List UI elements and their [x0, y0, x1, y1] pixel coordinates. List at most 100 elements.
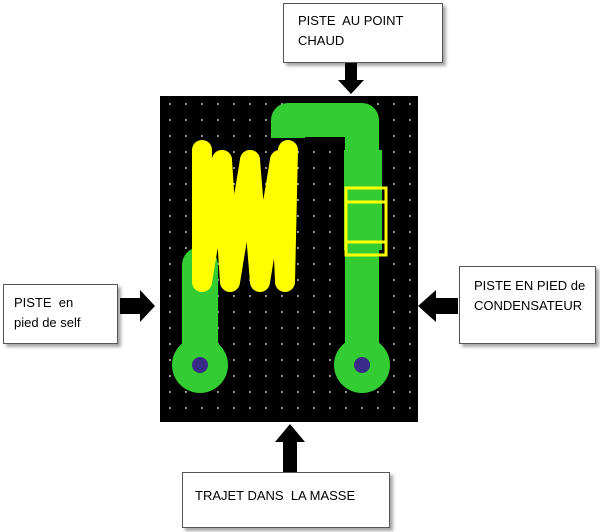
grid-dot: [297, 327, 299, 329]
grid-dot: [393, 183, 395, 185]
grid-dot: [329, 295, 331, 297]
grid-dot: [313, 215, 315, 217]
grid-dot: [169, 103, 171, 105]
grid-dot: [409, 263, 411, 265]
grid-dot: [393, 199, 395, 201]
grid-dot: [185, 407, 187, 409]
grid-dot: [233, 359, 235, 361]
grid-dot: [233, 119, 235, 121]
label-self-foot-line1: PISTE en: [14, 295, 74, 310]
grid-dot: [313, 199, 315, 201]
grid-dot: [329, 167, 331, 169]
grid-dot: [393, 311, 395, 313]
grid-dot: [329, 183, 331, 185]
grid-dot: [265, 391, 267, 393]
grid-dot: [249, 135, 251, 137]
grid-dot: [233, 103, 235, 105]
grid-dot: [233, 343, 235, 345]
grid-dot: [169, 375, 171, 377]
grid-dot: [329, 199, 331, 201]
grid-dot: [409, 359, 411, 361]
grid-dot: [233, 135, 235, 137]
grid-dot: [169, 279, 171, 281]
grid-dot: [185, 183, 187, 185]
grid-dot: [249, 391, 251, 393]
grid-dot: [281, 343, 283, 345]
grid-dot: [169, 359, 171, 361]
grid-dot: [281, 311, 283, 313]
grid-dot: [169, 263, 171, 265]
grid-dot: [393, 135, 395, 137]
grid-dot: [409, 311, 411, 313]
grid-dot: [265, 103, 267, 105]
grid-dot: [297, 231, 299, 233]
grid-dot: [329, 391, 331, 393]
grid-dot: [169, 391, 171, 393]
grid-dot: [185, 151, 187, 153]
arrow-up-bottom: [275, 424, 305, 472]
grid-dot: [297, 295, 299, 297]
grid-dot: [329, 279, 331, 281]
grid-dot: [409, 135, 411, 137]
grid-dot: [297, 311, 299, 313]
grid-dot: [313, 407, 315, 409]
grid-dot: [297, 359, 299, 361]
grid-dot: [313, 343, 315, 345]
grid-dot: [249, 343, 251, 345]
grid-dot: [281, 327, 283, 329]
grid-dot: [217, 103, 219, 105]
grid-dot: [329, 327, 331, 329]
grid-dot: [249, 375, 251, 377]
grid-dot: [393, 119, 395, 121]
grid-dot: [313, 391, 315, 393]
label-self-foot-line2: pied de self: [14, 315, 81, 331]
grid-dot: [313, 375, 315, 377]
grid-dot: [297, 343, 299, 345]
grid-dot: [297, 263, 299, 265]
grid-dot: [297, 247, 299, 249]
grid-dot: [393, 295, 395, 297]
grid-dot: [265, 407, 267, 409]
grid-dot: [185, 119, 187, 121]
grid-dot: [393, 391, 395, 393]
grid-dot: [297, 199, 299, 201]
grid-dot: [169, 199, 171, 201]
grid-dot: [249, 327, 251, 329]
capacitor-body: [344, 186, 388, 257]
grid-dot: [409, 407, 411, 409]
grid-dot: [409, 151, 411, 153]
grid-dot: [345, 407, 347, 409]
grid-dot: [409, 327, 411, 329]
grid-dot: [265, 167, 267, 169]
grid-dot: [313, 295, 315, 297]
grid-dot: [313, 247, 315, 249]
grid-dot: [233, 167, 235, 169]
grid-dot: [265, 119, 267, 121]
grid-dot: [169, 407, 171, 409]
grid-dot: [185, 247, 187, 249]
pointer-arrows: [120, 62, 458, 472]
grid-dot: [169, 119, 171, 121]
grid-dot: [265, 343, 267, 345]
grid-dot: [329, 151, 331, 153]
grid-dot: [281, 391, 283, 393]
grid-dot: [169, 343, 171, 345]
grid-dot: [345, 391, 347, 393]
grid-dot: [313, 183, 315, 185]
grid-dot: [169, 183, 171, 185]
grid-dot: [409, 247, 411, 249]
grid-dot: [201, 407, 203, 409]
grid-dot: [217, 135, 219, 137]
grid-dot: [201, 135, 203, 137]
grid-dot: [249, 119, 251, 121]
grid-dot: [297, 407, 299, 409]
grid-dot: [281, 375, 283, 377]
grid-dot: [377, 103, 379, 105]
grid-dot: [409, 295, 411, 297]
grid-dot: [313, 359, 315, 361]
coil-winding-4: [270, 140, 298, 292]
grid-dot: [409, 167, 411, 169]
grid-dot: [393, 359, 395, 361]
grid-dot: [377, 391, 379, 393]
grid-dot: [297, 375, 299, 377]
